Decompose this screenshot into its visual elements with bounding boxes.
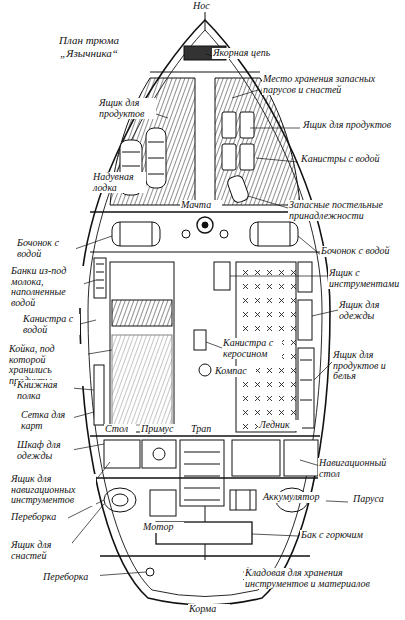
leader-lines — [60, 54, 348, 580]
part-label: Канистра с керосином — [222, 338, 282, 359]
part-label: Стол — [104, 424, 136, 435]
part-label: Шкаф для одежды — [16, 440, 74, 461]
part-label: Ящик для продуктов — [302, 120, 402, 131]
part-label: Нос — [192, 1, 224, 12]
part-label: Надувная лодка — [92, 172, 146, 193]
part-label: Ящик для продуктов и белья — [332, 350, 402, 382]
part-label: Запасные постельные принадлежности — [288, 200, 402, 221]
part-label: Примус — [140, 424, 182, 435]
part-label: Канистра с водой — [22, 314, 80, 335]
part-label: Бак с горючим — [300, 530, 382, 541]
part-label: Бочонок с водой — [320, 246, 402, 257]
part-label: Паруса — [352, 494, 400, 505]
part-label: Ящик с инструментами — [328, 268, 402, 289]
diagram-title: План трюма „Язычника“ — [34, 34, 144, 59]
part-label: Книжная полка — [16, 380, 74, 401]
part-label: Канистры с водой — [300, 154, 402, 165]
hull-outline — [80, 8, 330, 605]
part-label: Ящик для снастей — [10, 540, 72, 561]
part-label: Банки из-под молока, наполненные водой — [10, 266, 84, 308]
part-label: Мачта — [180, 200, 222, 211]
part-label: Ящик для одежды — [338, 300, 402, 321]
part-label: Ледник — [258, 420, 302, 431]
part-label: Переборка — [42, 572, 100, 583]
part-label: Аккумулятор — [262, 492, 326, 503]
part-label: Место хранения запасных парусов и снасте… — [262, 74, 386, 95]
part-label: Корма — [188, 604, 230, 615]
part-label: Ящик для навигационных инструментов — [10, 474, 96, 506]
part-label: Трап — [190, 424, 226, 435]
part-label: Компас — [214, 366, 256, 377]
part-label: Мотор — [142, 522, 184, 533]
part-label: Сетка для карт — [20, 410, 74, 431]
part-label: Навигационный стол — [318, 458, 402, 479]
part-label: Кладовая для хранения инструментов и мат… — [244, 568, 376, 589]
part-label: Ящик для продуктов — [98, 98, 156, 119]
part-label: Переборка — [10, 512, 68, 523]
part-label: Бочонок с водой — [16, 238, 76, 259]
part-label: Якорная цепь — [212, 48, 294, 59]
